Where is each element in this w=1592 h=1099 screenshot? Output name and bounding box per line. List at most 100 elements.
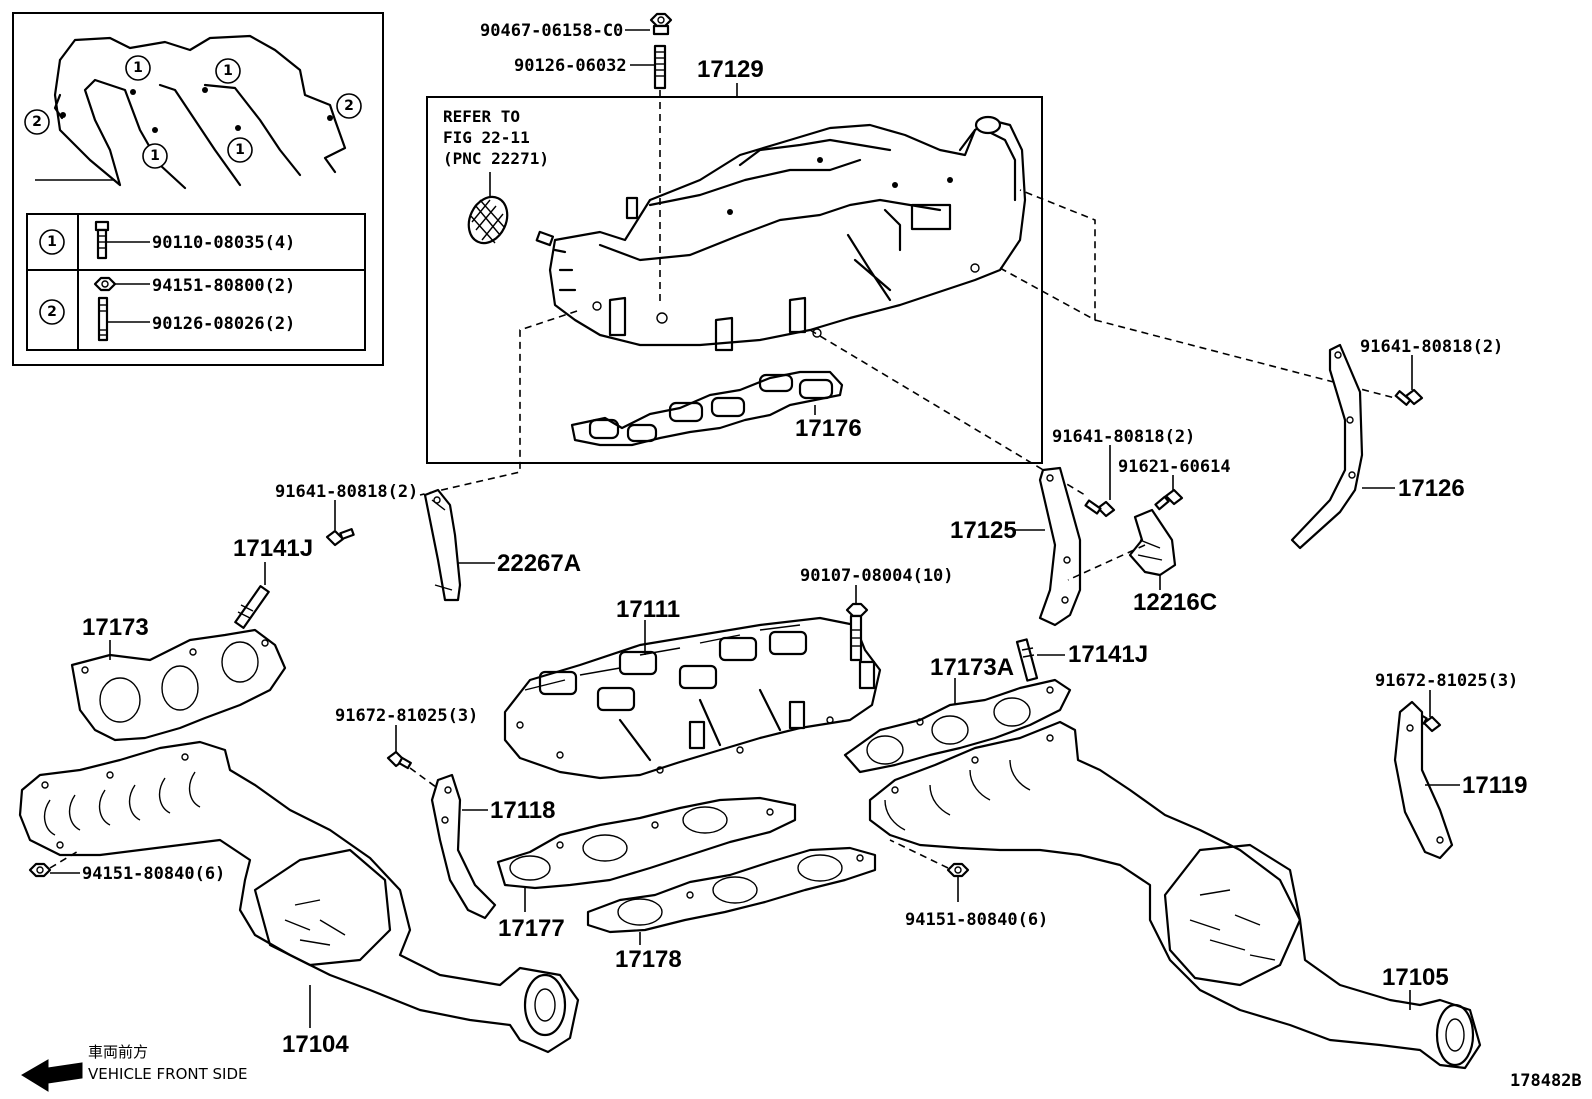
- bracket-17119: [1393, 700, 1454, 860]
- gasket-17176: [570, 370, 844, 447]
- label-17105: 17105: [1382, 964, 1449, 991]
- screen-filter-icon: [467, 195, 509, 245]
- gasket-17173a-group: 17173A: [843, 654, 1072, 774]
- svg-text:2: 2: [32, 114, 42, 130]
- bolt-91641-mid-icon: [1084, 499, 1116, 518]
- vehicle-front-jp: 車両前方: [88, 1043, 148, 1061]
- svg-text:1: 1: [223, 63, 233, 79]
- bracket-12216c: [1128, 508, 1177, 577]
- label-17119: 17119: [1462, 772, 1527, 799]
- bolt-90107-icon: [845, 602, 869, 662]
- label-17177: 17177: [498, 915, 565, 942]
- bracket-17126: [1290, 343, 1364, 550]
- bolt-91641-right-icon: [1394, 388, 1424, 406]
- bracket-17125-group: 17125 91641-80818(2) 91621-60614 12216C: [950, 427, 1231, 627]
- manifold-17111: [503, 616, 882, 780]
- bolt-91641-left-icon: [325, 528, 355, 547]
- bracket-17125: [1038, 466, 1082, 627]
- label-17118: 17118: [490, 797, 555, 824]
- pin-icon: [625, 196, 639, 220]
- label-91621-60614: 91621-60614: [1118, 457, 1231, 477]
- inset-callout-2b: 2: [336, 93, 362, 119]
- exhaust-manifold-17104-group: 17104 94151-80840(6): [18, 740, 580, 1058]
- label-17173a: 17173A: [930, 654, 1014, 681]
- left-arrow-icon: [21, 1059, 83, 1092]
- stud-17141j-right-group: 17141J: [1015, 638, 1148, 682]
- label-22267a: 22267A: [497, 550, 581, 577]
- gasket-17173-group: 17173: [70, 614, 287, 742]
- label-91641-80818-right: 91641-80818(2): [1360, 337, 1503, 357]
- inset-callout-2a: 2: [24, 109, 50, 135]
- figure-code: 178482B: [1510, 1071, 1582, 1091]
- stud-17141j-right: [1015, 638, 1039, 682]
- exhaust-manifold-17104: [18, 740, 580, 1054]
- gasket-17177: [496, 796, 797, 890]
- stud-90126-icon: [653, 44, 667, 90]
- note-fig: FIG 22-11: [443, 128, 530, 147]
- inset-callout-1a: 1: [125, 55, 151, 81]
- vehicle-front-indicator: 車両前方 VEHICLE FRONT SIDE: [21, 1043, 248, 1092]
- bolt-91621-icon: [1154, 488, 1184, 511]
- label-17173: 17173: [82, 614, 149, 641]
- gasket-17178: [586, 846, 877, 934]
- label-17178: 17178: [615, 946, 682, 973]
- inset-callout-1d: 1: [227, 137, 253, 163]
- table-part-94151-80800: 94151-80800(2): [152, 276, 295, 296]
- svg-text:2: 2: [47, 304, 57, 320]
- svg-text:1: 1: [235, 142, 245, 158]
- label-90467-06158-c0: 90467-06158-C0: [480, 21, 623, 41]
- label-90107-08004: 90107-08004(10): [800, 566, 954, 586]
- intake-plenum-group: 90467-06158-C0 90126-06032 17129 REFER T…: [419, 12, 1396, 496]
- exhaust-manifold-17105: [868, 720, 1482, 1070]
- nut-94151-right-icon: [946, 862, 970, 878]
- label-17141j-right: 17141J: [1068, 641, 1148, 668]
- inset-fastener-table: 1 2 90110-08035(4) 94151-80800(2): [26, 213, 366, 351]
- inset-callout-1b: 1: [215, 58, 241, 84]
- exhaust-manifold-17105-group: 17105 94151-80840(6): [868, 720, 1482, 1070]
- bracket-17119-group: 91672-81025(3) 17119: [1375, 671, 1527, 860]
- bracket-17126-group: 17126 91641-80818(2): [1290, 337, 1503, 550]
- label-94151-80840-left: 94151-80840(6): [82, 864, 225, 884]
- bolt-icon: [94, 220, 110, 260]
- gasket-17173a: [843, 678, 1072, 774]
- bracket-22267a: [423, 488, 462, 602]
- label-91672-81025-right: 91672-81025(3): [1375, 671, 1518, 691]
- gasket-17173: [70, 628, 287, 742]
- svg-text:2: 2: [344, 98, 354, 114]
- svg-text:1: 1: [47, 234, 57, 250]
- label-91641-80818-left: 91641-80818(2): [275, 482, 418, 502]
- bracket-17118-group: 91672-81025(3) 17118: [335, 706, 555, 920]
- note-pnc: (PNC 22271): [443, 149, 549, 168]
- label-17126: 17126: [1398, 475, 1465, 502]
- nut-icon: [93, 276, 117, 292]
- bolt-90467-icon: [649, 12, 673, 36]
- label-91641-80818-mid: 91641-80818(2): [1052, 427, 1195, 447]
- nut-94151-left-icon: [28, 862, 52, 878]
- manifold-17111-group: 17111 90107-08004(10): [503, 566, 954, 780]
- label-12216c: 12216C: [1133, 589, 1217, 616]
- stud-icon: [97, 296, 109, 342]
- bracket-17118: [430, 773, 497, 920]
- gasket-17178-group: 17178: [586, 846, 877, 973]
- inset-callout-1c: 1: [142, 143, 168, 169]
- table-part-90126-08026: 90126-08026(2): [152, 314, 295, 334]
- label-17176: 17176: [795, 415, 862, 442]
- table-part-90110-08035: 90110-08035(4): [152, 233, 295, 253]
- assembly-box-17129: [426, 96, 1043, 464]
- table-row-marker-1: 1: [39, 229, 65, 255]
- label-17129: 17129: [697, 56, 764, 83]
- svg-text:1: 1: [150, 148, 160, 164]
- label-17104: 17104: [282, 1031, 349, 1058]
- label-17125: 17125: [950, 517, 1017, 544]
- inset-panel: 1 1 1 1 2 2 1 2 90110-08035(4): [12, 12, 384, 366]
- gasket-17177-group: 17177: [496, 796, 797, 942]
- label-94151-80840-right: 94151-80840(6): [905, 910, 1048, 930]
- intake-plenum-body: [548, 115, 1027, 352]
- svg-text:1: 1: [133, 60, 143, 76]
- vehicle-front-en: VEHICLE FRONT SIDE: [88, 1065, 248, 1083]
- note-refer-to: REFER TO: [443, 107, 520, 126]
- label-17111: 17111: [616, 596, 680, 623]
- small-stud-icon: [535, 230, 555, 247]
